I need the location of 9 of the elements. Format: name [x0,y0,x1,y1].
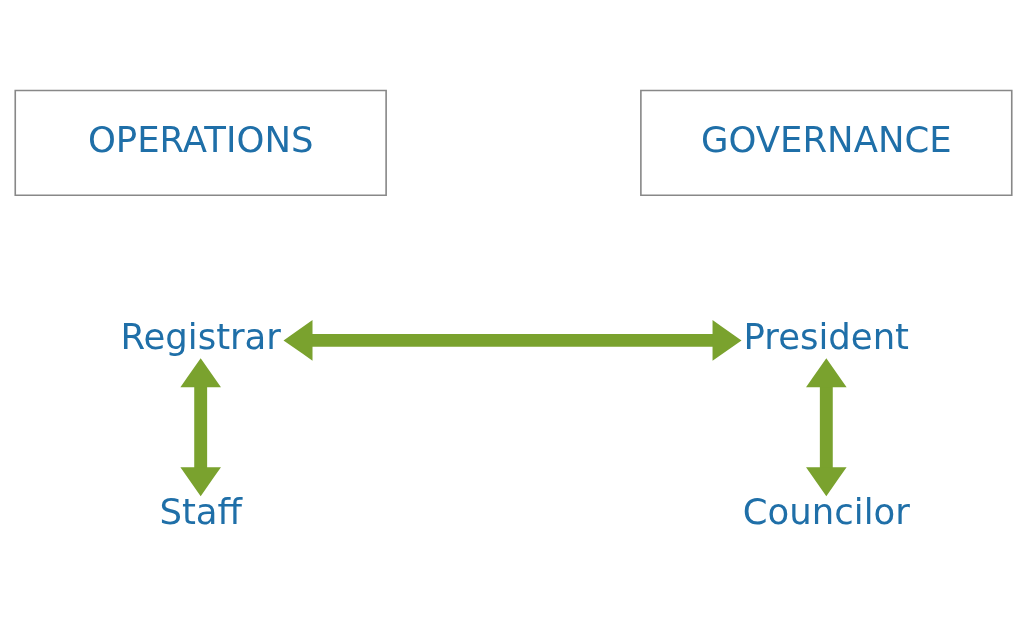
node-text: Councilor [742,490,910,532]
node-text: President [743,315,910,357]
node-text: Staff [159,490,242,532]
arrow [180,357,221,496]
arrow [283,319,742,361]
arrow [806,357,847,496]
node-box: OPERATIONS [14,89,387,196]
node-text: Registrar [120,315,281,357]
node-box: GOVERNANCE [640,89,1013,196]
